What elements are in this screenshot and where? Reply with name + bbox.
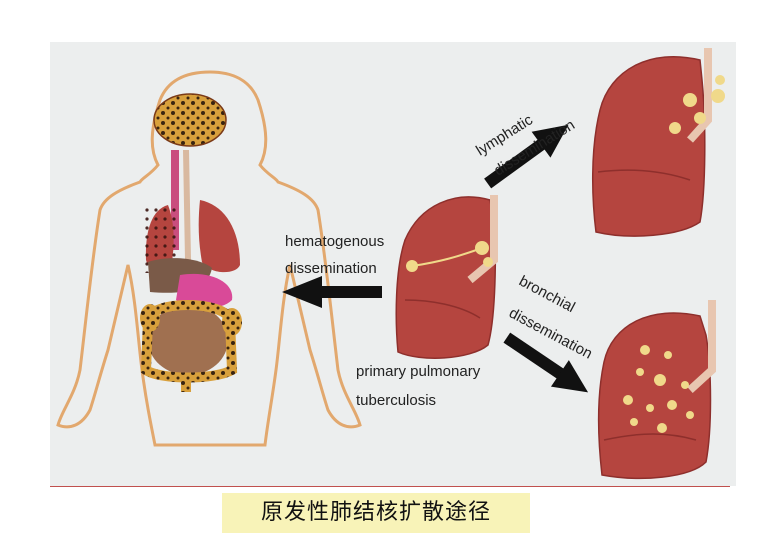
intestine-border: [140, 300, 238, 383]
human-body-figure: [56, 70, 362, 447]
body-right-lung: [198, 200, 240, 273]
primary-lymphatic-path: [411, 247, 483, 267]
intestines: [148, 305, 228, 375]
esophagus: [183, 149, 191, 261]
kidney-right: [222, 308, 242, 336]
arrow-bronchial: [503, 332, 589, 393]
arrow-lymphatic: [484, 124, 569, 189]
body-outline: [56, 70, 362, 447]
bronchial-bronchus: [687, 300, 716, 393]
bronchial-lesions: [623, 345, 694, 433]
lymphatic-node-5: [715, 75, 725, 85]
lymphatic-lung: [592, 48, 725, 237]
primary-bronchus: [467, 195, 498, 284]
label-primary-line2: tuberculosis: [356, 392, 436, 409]
label-primary-line1: primary pulmonary: [356, 363, 481, 380]
stomach: [176, 273, 233, 309]
lymphatic-node-1: [683, 93, 697, 107]
primary-lung: [395, 195, 498, 359]
primary-lung-fissure: [404, 299, 481, 319]
caption-text: 原发性肺结核扩散途径: [260, 500, 491, 525]
bronchial-lung-fissure: [603, 433, 697, 441]
label-bronchial-dissemination: dissemination: [506, 305, 595, 363]
primary-lung-shape: [395, 196, 497, 359]
label-hematogenous: hematogenous: [285, 233, 384, 250]
lymphatic-lung-fissure: [597, 169, 691, 181]
primary-lymph-node-2: [483, 257, 493, 267]
bronchial-lung-shape: [597, 312, 712, 480]
lymphatic-bronchus: [687, 48, 712, 143]
lymphatic-lung-shape: [592, 56, 706, 237]
lymphatic-node-2: [711, 89, 725, 103]
bronchial-lung: [597, 300, 716, 480]
kidney-left: [140, 304, 160, 332]
caption-box: 原发性肺结核扩散途径: [222, 493, 530, 533]
brain: [153, 93, 227, 147]
lymphatic-node-3: [694, 112, 706, 124]
bottom-rule: [50, 486, 730, 487]
label-hematogenous-dissemination: dissemination: [285, 260, 377, 277]
lymphatic-node-4: [669, 122, 681, 134]
arrow-hematogenous: [282, 276, 382, 308]
